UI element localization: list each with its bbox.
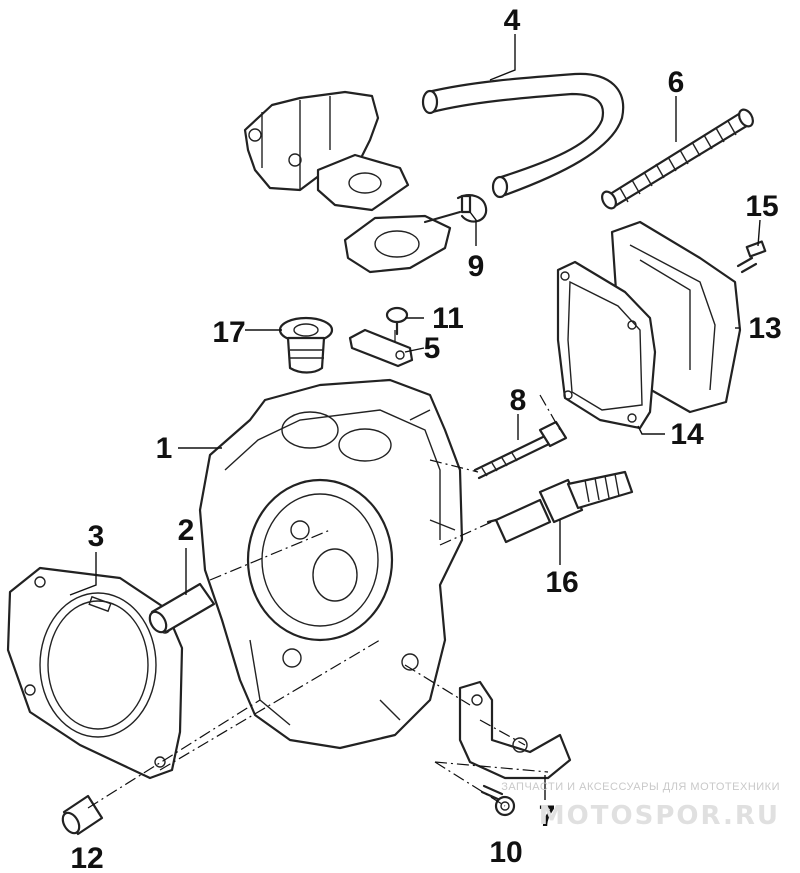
callout-2: 2 [178,514,195,547]
callout-3: 3 [88,520,105,553]
hose-part-4 [421,72,625,199]
callout-15: 15 [745,190,778,223]
spark-plug-part-16 [486,470,634,544]
watermark-logo: MOTOSPOR.RU [539,801,780,831]
gasket-part-3 [6,566,184,780]
cylinder-head-part-1 [198,378,464,750]
callout-10: 10 [489,836,522,869]
plate-part-5 [348,328,414,368]
spring-part-6 [601,108,754,210]
thermostat-part-17 [278,316,334,374]
watermark: ЗАПЧАСТИ И АКСЕССУАРЫ ДЛЯ МОТОТЕХНИКИ MO… [501,781,780,831]
bracket-part-7 [458,680,572,780]
callout-labels: 4 6 15 9 11 17 13 5 8 14 1 2 3 16 7 10 1… [70,4,781,873]
bolt-part-15 [736,240,767,274]
callout-11: 11 [432,302,464,335]
callout-12: 12 [70,842,103,873]
clamp-part-9 [456,194,488,223]
callout-6: 6 [668,66,685,99]
gasket-part-14 [556,260,657,430]
callout-16: 16 [545,566,578,599]
callout-5: 5 [424,332,441,365]
callout-13: 13 [748,312,781,345]
dowel-pin-part-2 [148,582,216,634]
callout-14: 14 [670,418,704,451]
callout-17: 17 [212,316,245,349]
alignment-lines [87,330,561,809]
callout-8: 8 [510,384,527,417]
bolt-part-8 [473,420,568,480]
callout-4: 4 [504,4,521,37]
callout-7: 7 [539,800,556,833]
leader-lines [69,34,761,800]
water-jacket-housing [243,90,462,274]
dowel-pin-part-12 [61,794,104,836]
screw-part-11 [385,306,409,336]
callout-1: 1 [156,432,173,465]
watermark-tagline: ЗАПЧАСТИ И АКСЕССУАРЫ ДЛЯ МОТОТЕХНИКИ [501,781,780,793]
callout-9: 9 [468,250,485,283]
